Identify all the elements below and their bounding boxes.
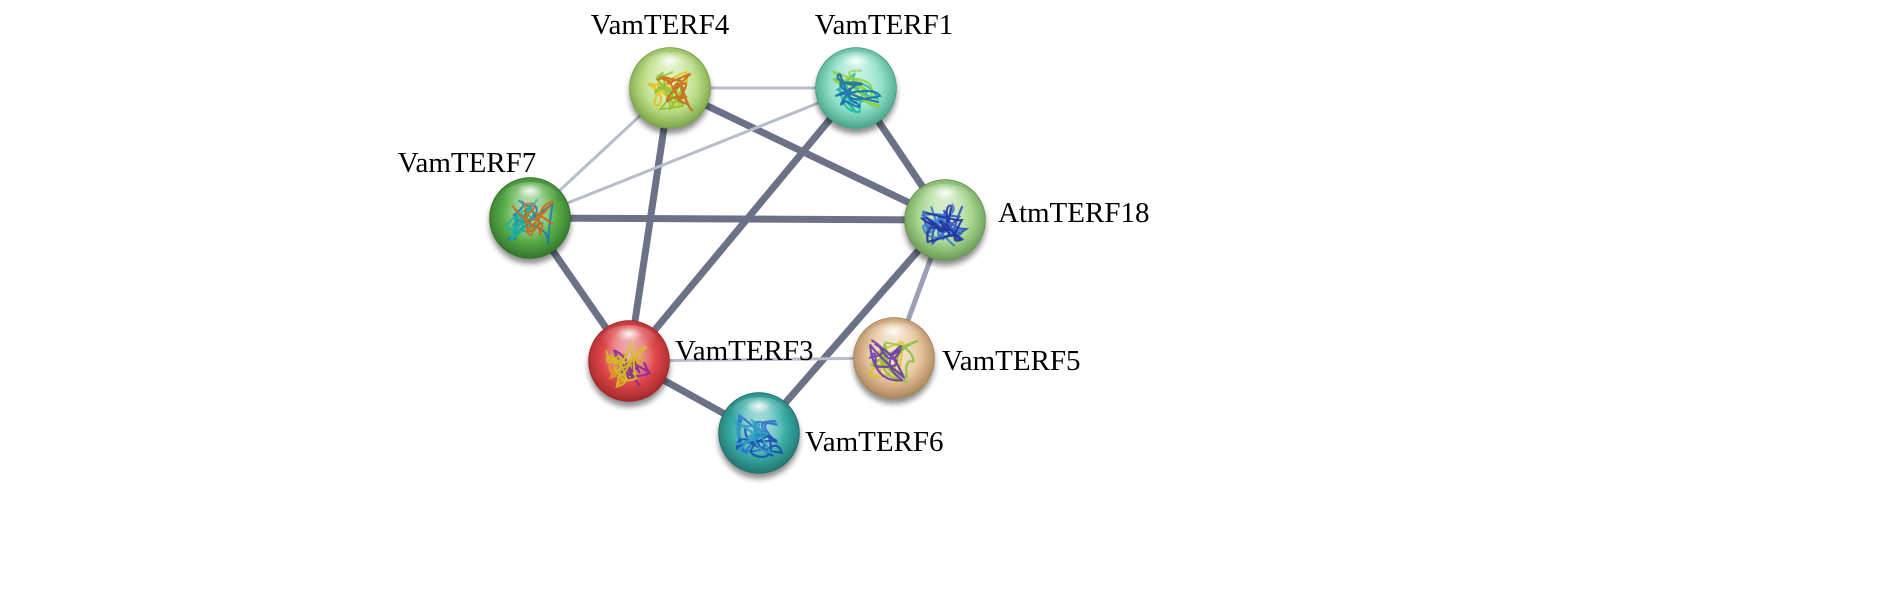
- node-atmterf18[interactable]: [904, 179, 986, 261]
- labels-layer: VamTERF4 VamTERF1VamTERF7AtmTERF18VamTERF…: [398, 9, 1150, 458]
- node-gloss: [642, 52, 698, 84]
- node-vamterf3[interactable]: [588, 320, 670, 402]
- edge-vamterf4-atmterf18[interactable]: [668, 84, 947, 224]
- protein-structure-icon: [505, 199, 557, 244]
- edge-vamterf1-vamterf3[interactable]: [626, 85, 859, 364]
- node-vamterf7[interactable]: [489, 177, 571, 259]
- node-vamterf5[interactable]: [853, 317, 935, 399]
- protein-structure-icon: [867, 339, 919, 387]
- node-vamterf6[interactable]: [718, 392, 800, 474]
- nodes-layer: [489, 47, 986, 474]
- node-vamterf1[interactable]: [815, 47, 897, 129]
- protein-structure-icon: [605, 339, 652, 388]
- node-label-vamterf4: VamTERF4: [591, 9, 730, 41]
- edge-vamterf7-atmterf18[interactable]: [529, 214, 946, 224]
- edge-vamterf1-vamterf7[interactable]: [529, 86, 857, 220]
- node-gloss: [866, 322, 922, 354]
- node-gloss: [731, 397, 787, 429]
- node-label-vamterf1: VamTERF1: [815, 9, 954, 41]
- edge-vamterf4-vamterf3[interactable]: [625, 87, 674, 362]
- node-gloss: [502, 182, 558, 214]
- edge-atmterf18-vamterf6[interactable]: [756, 217, 948, 436]
- node-label-vamterf5: VamTERF5: [942, 345, 1081, 377]
- node-vamterf4[interactable]: [629, 47, 711, 129]
- node-label-vamterf7: VamTERF7: [398, 147, 537, 179]
- node-label-atmterf18: AtmTERF18: [998, 197, 1149, 229]
- node-gloss: [917, 184, 973, 216]
- node-gloss: [601, 325, 657, 357]
- node-gloss: [828, 52, 884, 84]
- node-label-vamterf3: VamTERF3: [675, 335, 814, 367]
- node-label-vamterf6: VamTERF6: [805, 426, 944, 458]
- edge-vamterf3-vamterf5[interactable]: [628, 356, 895, 363]
